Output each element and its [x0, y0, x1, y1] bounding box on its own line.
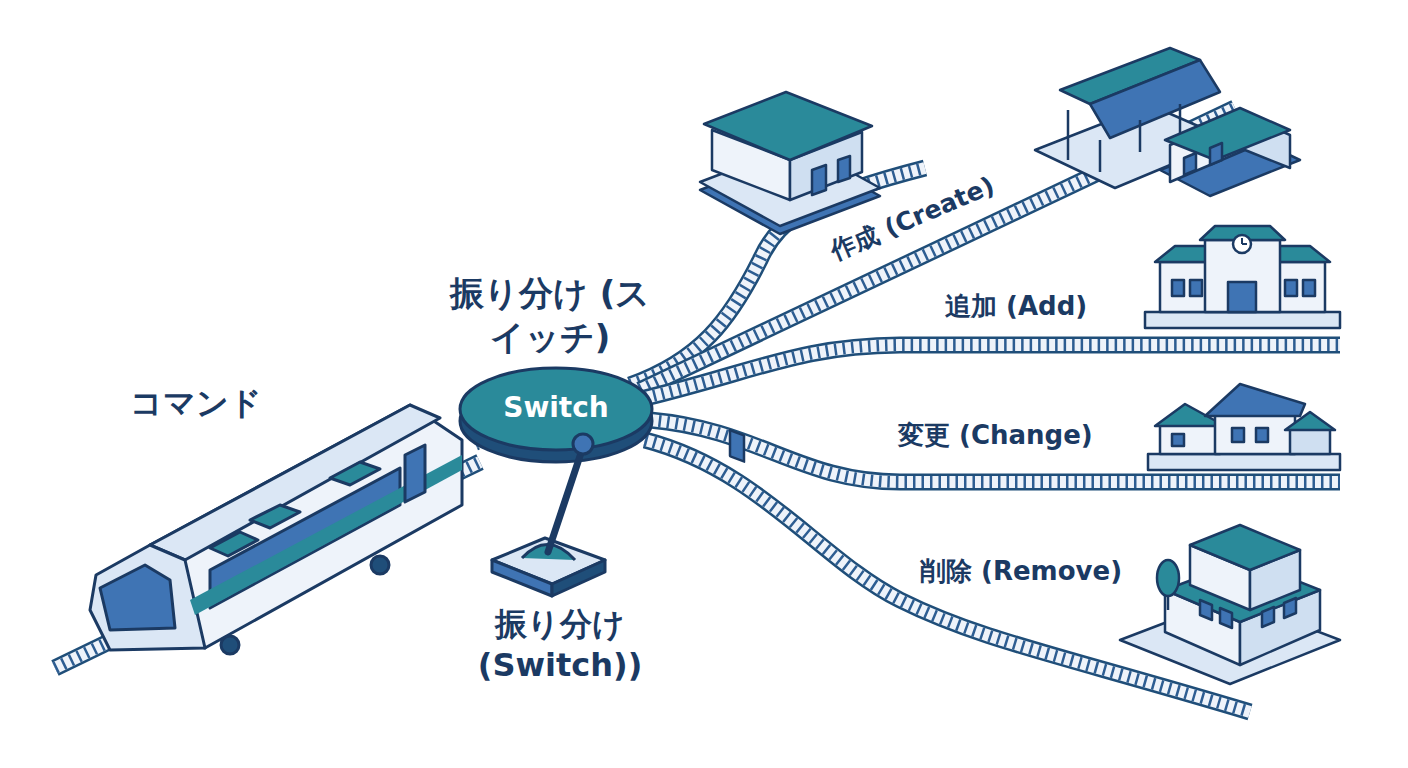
- train-node: コマンド: [85, 380, 475, 650]
- station-building: [1145, 226, 1340, 328]
- office-building: [1120, 525, 1340, 684]
- house-building: [1148, 384, 1340, 470]
- node-text: Switch: [458, 362, 654, 452]
- track-label: 変更 (Change): [898, 420, 1128, 451]
- railway-tracks: [55, 108, 1340, 712]
- switch-caption: 振り分け (スイッチ): [440, 272, 660, 359]
- switch-ellipse: Switch: [458, 362, 654, 462]
- track-label: 作成 (Create): [826, 149, 1049, 266]
- station-building: [1035, 48, 1300, 196]
- track-label: 削除 (Remove): [920, 556, 1150, 587]
- node-text: コマンド: [130, 382, 330, 426]
- track-label: 追加 (Add): [945, 291, 1145, 322]
- lever-caption: 振り分け (Switch)): [445, 604, 675, 686]
- station-building: [700, 92, 880, 462]
- train-illustration: [90, 405, 462, 654]
